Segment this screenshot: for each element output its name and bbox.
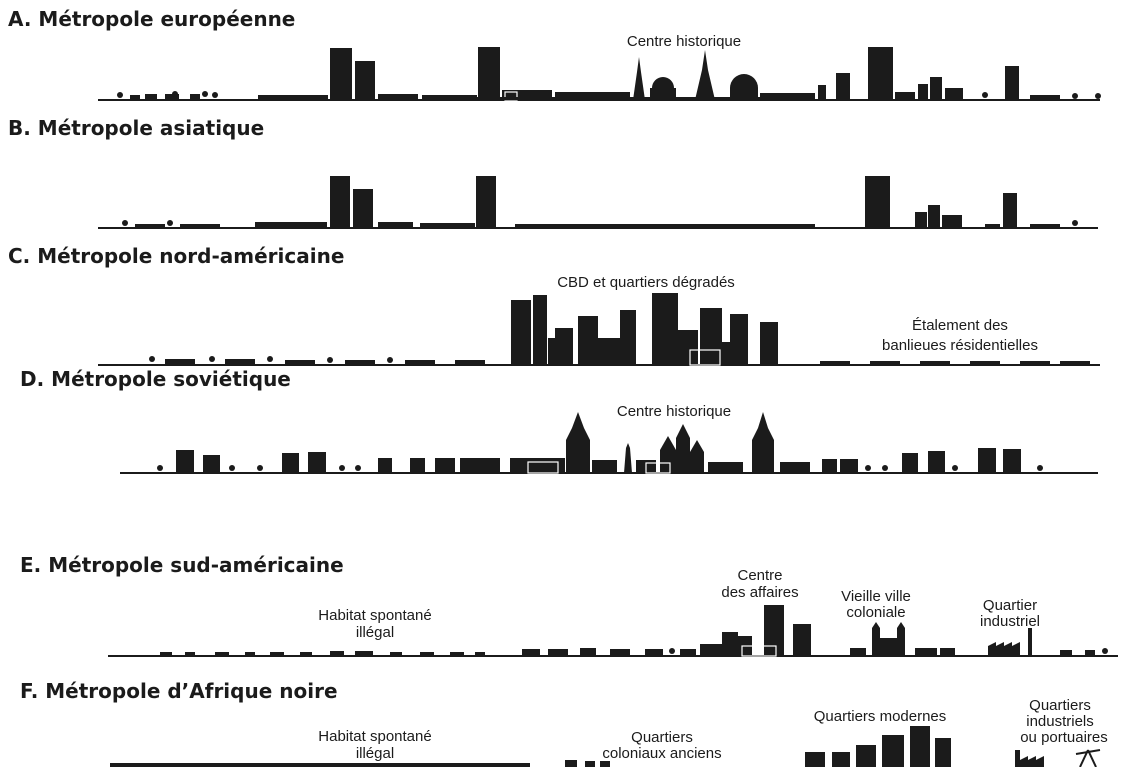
panel-e: E. Métropole sud-américaine Habitat spon…	[20, 553, 1118, 657]
panel-f-label-habitat: Habitat spontané	[318, 728, 431, 745]
panel-e-label-quartier: Quartier	[983, 597, 1037, 614]
panel-d: D. Métropole soviétique Centre historiqu…	[20, 367, 1098, 474]
panel-f-label-modernes: Quartiers modernes	[814, 708, 947, 725]
panel-c-skyline	[149, 293, 1090, 366]
panel-e-label-industriel: industriel	[980, 613, 1040, 630]
panel-f-label-quartiers-2: Quartiers	[1029, 697, 1091, 714]
panel-c-title: C. Métropole nord-américaine	[8, 244, 344, 268]
panel-e-label-illegal: illégal	[356, 624, 394, 641]
panel-e-label-vieille-ville: Vieille ville	[841, 588, 911, 605]
panel-c-label-cbd: CBD et quartiers dégradés	[557, 274, 735, 291]
panel-e-label-centre: Centre	[737, 567, 782, 584]
panel-b: B. Métropole asiatique	[8, 116, 1098, 229]
panel-a-label-centre: Centre historique	[627, 33, 741, 50]
panel-e-label-coloniale: coloniale	[846, 604, 905, 621]
panel-f-skyline	[110, 726, 1101, 767]
panel-f-label-illegal: illégal	[356, 745, 394, 762]
panel-a: A. Métropole européenne Centre historiqu…	[8, 7, 1101, 101]
panel-a-title: A. Métropole européenne	[8, 7, 295, 31]
panel-c: C. Métropole nord-américaine CBD et quar…	[8, 244, 1100, 366]
panel-f-label-industriels: industriels	[1026, 713, 1094, 730]
panel-d-skyline	[157, 412, 1043, 474]
panel-e-title: E. Métropole sud-américaine	[20, 553, 344, 577]
panel-f: F. Métropole d’Afrique noire Habitat spo…	[20, 679, 1108, 767]
panel-e-label-habitat: Habitat spontané	[318, 607, 431, 624]
panel-c-label-banlieues: banlieues résidentielles	[882, 337, 1038, 354]
panel-e-skyline	[160, 605, 1108, 657]
panel-f-label-coloniaux: coloniaux anciens	[602, 745, 721, 762]
panel-f-title: F. Métropole d’Afrique noire	[20, 679, 338, 703]
panel-d-title: D. Métropole soviétique	[20, 367, 291, 391]
panel-d-label-centre: Centre historique	[617, 403, 731, 420]
panel-a-skyline	[117, 47, 1101, 101]
panel-b-skyline	[122, 176, 1078, 228]
panel-c-label-etalement: Étalement des	[912, 317, 1008, 334]
panel-f-label-quartiers: Quartiers	[631, 729, 693, 746]
panel-e-label-affaires: des affaires	[721, 584, 798, 601]
panel-b-title: B. Métropole asiatique	[8, 116, 264, 140]
panel-f-label-portuaires: ou portuaires	[1020, 729, 1108, 746]
